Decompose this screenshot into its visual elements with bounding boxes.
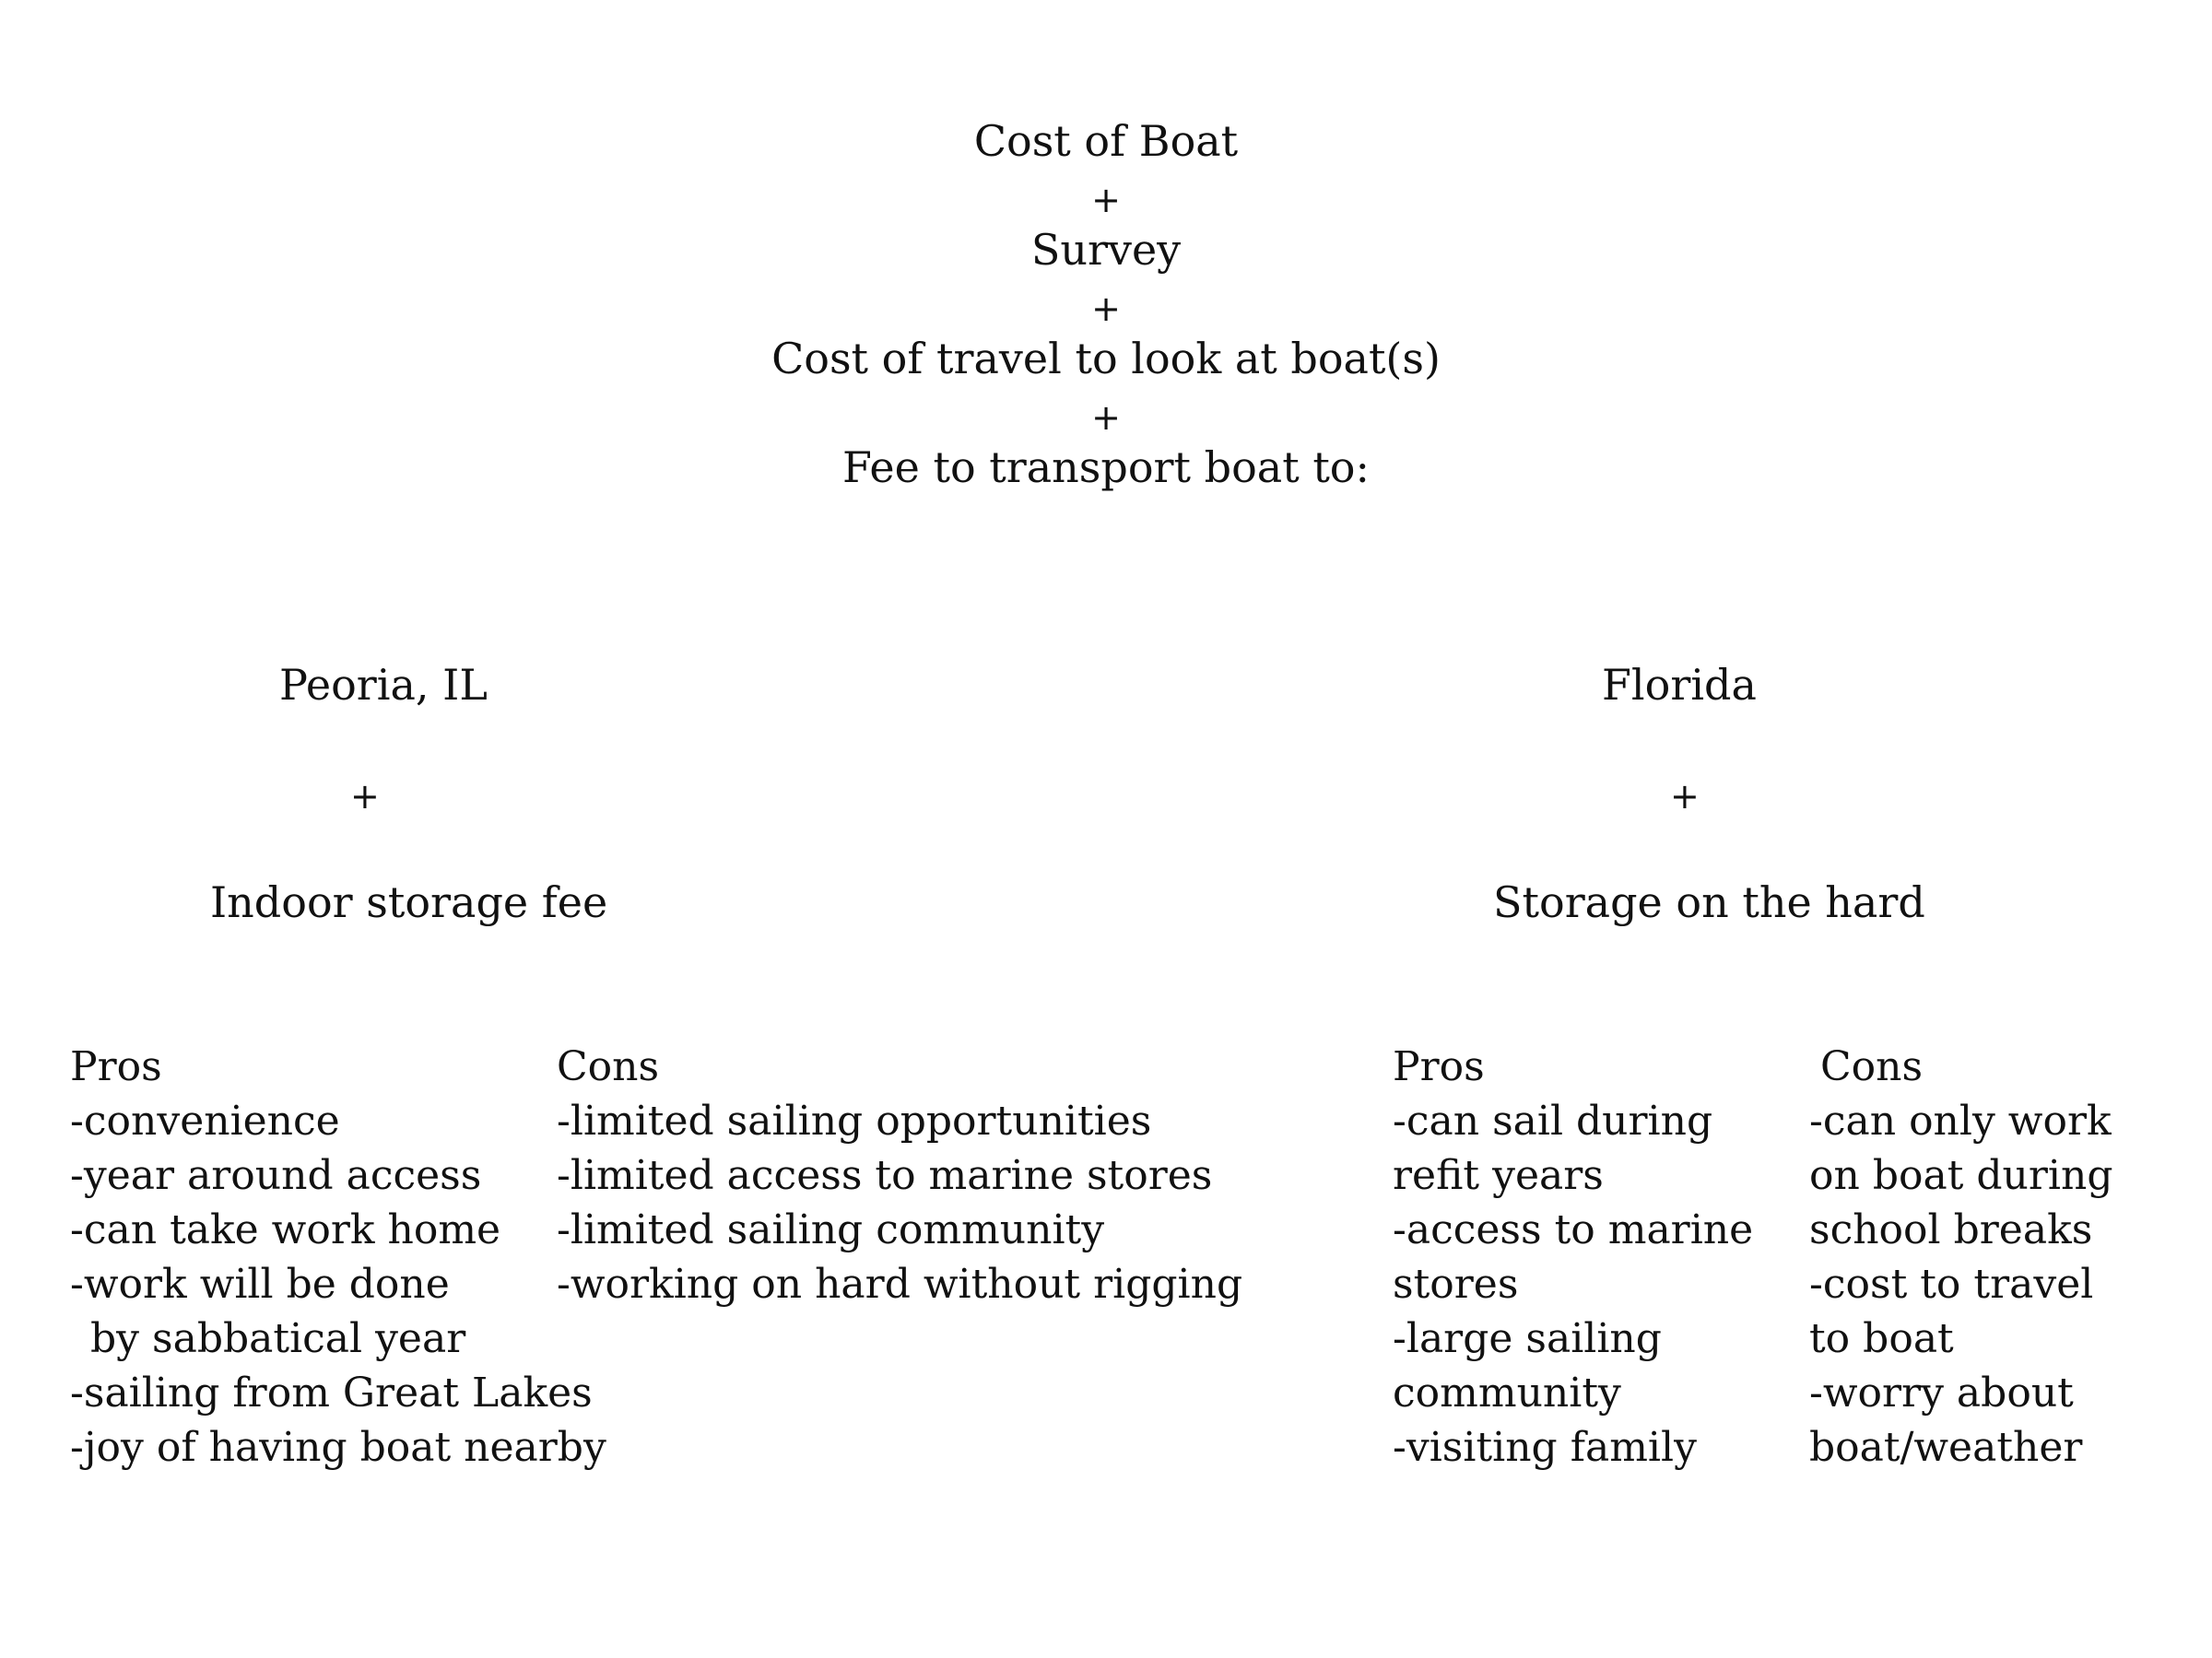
list-item: on boat during (1809, 1152, 2113, 1199)
list-item: refit years (1393, 1152, 1604, 1199)
list-item: -can only work (1809, 1098, 2112, 1145)
list-item: -access to marine (1393, 1206, 1754, 1253)
pros-header: Pros (1393, 1043, 1485, 1090)
plus-sign: + (1091, 288, 1121, 329)
transport-fee-text: Fee to transport boat to: (842, 442, 1370, 492)
list-item: -limited access to marine stores (557, 1152, 1213, 1199)
list-item: community (1393, 1370, 1621, 1417)
list-item: -convenience (70, 1098, 340, 1145)
list-item: -can sail during (1393, 1098, 1713, 1145)
peoria-pros-list: Pros -convenience -year around access -c… (70, 1040, 606, 1475)
list-item: -joy of having boat nearby (70, 1424, 606, 1471)
florida-pros-list: Pros -can sail during refit years -acces… (1393, 1040, 1753, 1475)
cons-header: Cons (1820, 1043, 1924, 1090)
cons-header: Cons (557, 1043, 660, 1090)
list-item: boat/weather (1809, 1424, 2083, 1471)
list-item: stores (1393, 1261, 1519, 1308)
list-item: -sailing from Great Lakes (70, 1370, 593, 1417)
list-item: -cost to travel (1809, 1261, 2094, 1308)
list-item: -working on hard without rigging (557, 1261, 1243, 1308)
list-item: -work will be done (70, 1261, 450, 1308)
florida-location: Florida (1602, 660, 1757, 710)
list-item: school breaks (1809, 1206, 2093, 1253)
peoria-location: Peoria, IL (279, 660, 488, 710)
florida-cons-list: Cons -can only work on boat during schoo… (1809, 1040, 2112, 1475)
list-item: -can take work home (70, 1206, 501, 1253)
list-item: -visiting family (1393, 1424, 1697, 1471)
plus-sign: + (1091, 180, 1121, 220)
peoria-cons-list: Cons -limited sailing opportunities -lim… (557, 1040, 1242, 1311)
list-item: -limited sailing opportunities (557, 1098, 1152, 1145)
travel-cost-text: Cost of travel to look at boat(s) (771, 334, 1441, 383)
plus-sign: + (350, 776, 380, 817)
cost-of-boat-text: Cost of Boat (973, 116, 1239, 166)
pros-header: Pros (70, 1043, 162, 1090)
list-item: -large sailing (1393, 1315, 1662, 1362)
list-item: -year around access (70, 1152, 482, 1199)
plus-sign: + (1091, 397, 1121, 438)
list-item: by sabbatical year (90, 1315, 466, 1362)
storage-on-hard-text: Storage on the hard (1493, 877, 1925, 927)
plus-sign: + (1670, 776, 1700, 817)
list-item: to boat (1809, 1315, 1954, 1362)
list-item: -worry about (1809, 1370, 2074, 1417)
survey-text: Survey (1030, 225, 1182, 275)
indoor-storage-text: Indoor storage fee (210, 877, 608, 927)
list-item: -limited sailing community (557, 1206, 1105, 1253)
